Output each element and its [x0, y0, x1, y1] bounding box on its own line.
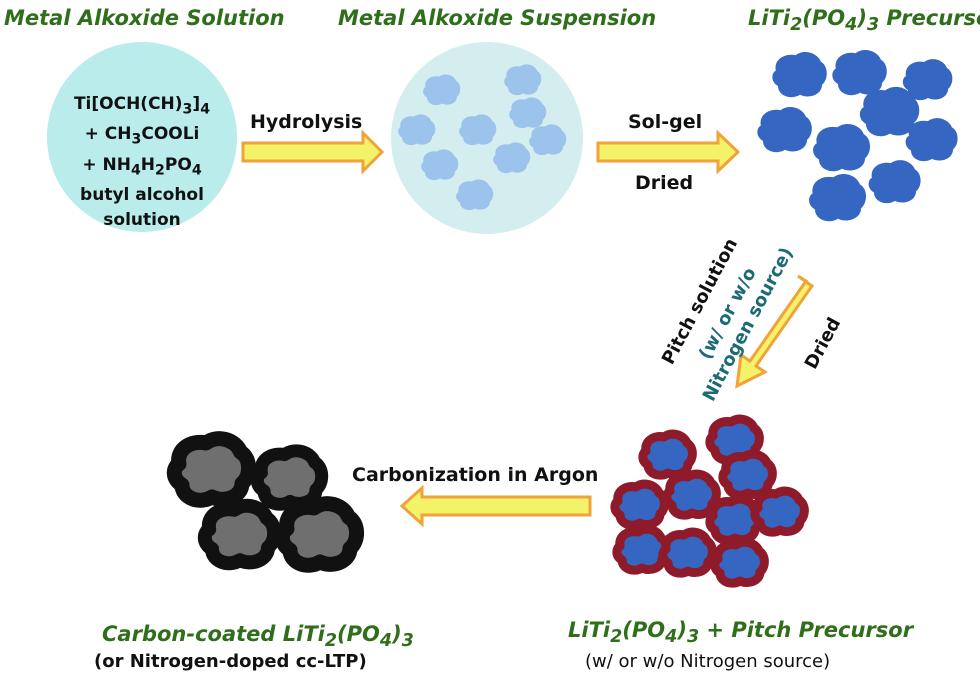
suspension-title: Metal Alkoxide Suspension	[338, 6, 657, 30]
solution-title: Metal Alkoxide Solution	[4, 6, 285, 30]
precursor-particles	[757, 50, 958, 222]
carbon-coated-title: Carbon-coated LiTi2(PO4)3	[102, 622, 414, 652]
carbonization-label: Carbonization in Argon	[352, 464, 599, 486]
solgel-label: Sol-gel	[628, 111, 703, 133]
solution-line-4: butyl alcohol	[80, 185, 204, 206]
solution-circle	[47, 42, 237, 232]
solution-composition: Ti[OCH(CH)3]4 + CH3COOLi + NH4H2PO4 buty…	[52, 92, 232, 233]
carbon-coated-particles	[174, 439, 356, 566]
solgel-arrow	[596, 129, 741, 175]
solution-line-5: solution	[103, 210, 181, 231]
dried-label-1: Dried	[635, 172, 694, 194]
pitch-precursor-title: LiTi2(PO4)3 + Pitch Precursor	[568, 618, 914, 648]
hydrolysis-arrow	[241, 129, 385, 175]
solution-line-3: + NH4H2PO4	[82, 154, 202, 179]
pitch-precursor-note: (w/ or w/o Nitrogen source)	[585, 651, 831, 672]
pitch-arrow	[735, 274, 815, 389]
solution-line-1: Ti[OCH(CH)3]4	[73, 94, 211, 118]
pitch-coated-particles	[615, 419, 805, 583]
carbon-coated-note: (or Nitrogen-doped cc-LTP)	[94, 651, 367, 672]
hydrolysis-label: Hydrolysis	[250, 111, 363, 133]
solution-line-2: + CH3COOLi	[84, 124, 200, 148]
precursor-title: LiTi2(PO4)3 Precursor	[748, 6, 980, 36]
carbonization-arrow	[399, 484, 592, 528]
